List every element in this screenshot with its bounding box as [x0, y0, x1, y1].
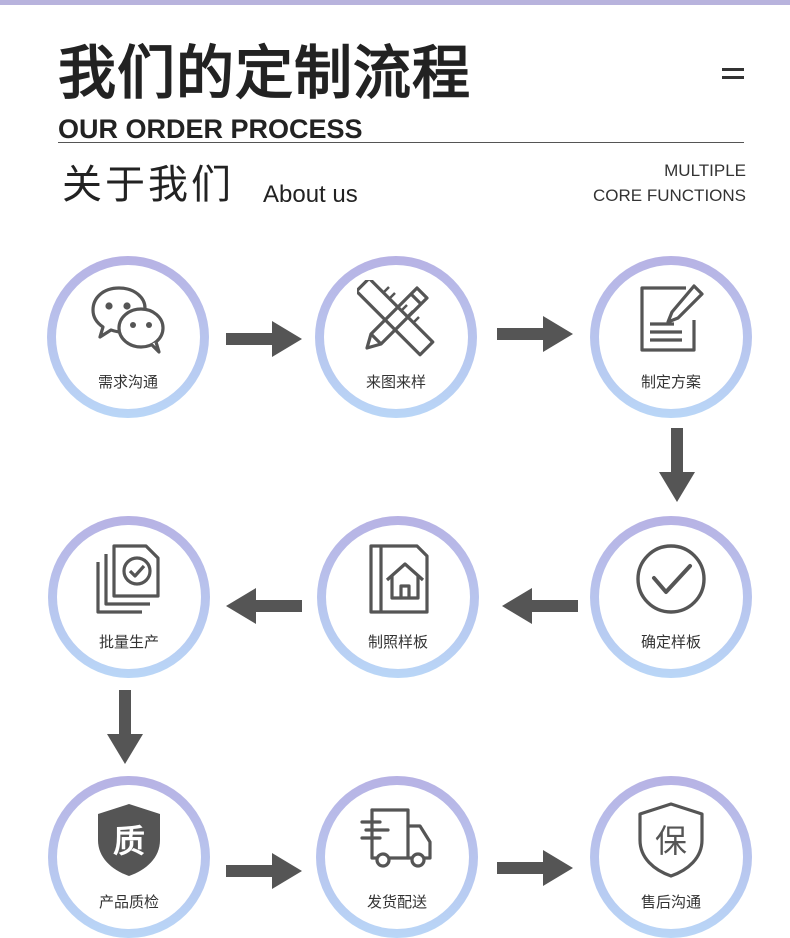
arrow-right-icon — [497, 850, 573, 886]
step-3: 制定方案 — [590, 256, 752, 418]
wechat-chat-icon — [91, 286, 165, 354]
stacked-files-check-icon — [96, 544, 160, 614]
arrow-down-icon — [659, 428, 695, 502]
arrow-left-icon — [226, 588, 302, 624]
step-label: 售后沟通 — [640, 893, 701, 911]
step-label: 需求沟通 — [97, 373, 158, 391]
arrow-right-icon — [226, 853, 302, 889]
quality-shield-icon: 质 — [98, 804, 160, 876]
step-2: 来图来样 — [315, 256, 477, 418]
step-1: 需求沟通 — [47, 256, 209, 418]
divider — [58, 142, 744, 143]
step-5: 制照样板 — [317, 516, 479, 678]
step-4: 确定样板 — [590, 516, 752, 678]
step-6: 批量生产 — [48, 516, 210, 678]
core-functions-text: MULTIPLE CORE FUNCTIONS — [593, 158, 746, 208]
delivery-truck-icon — [360, 808, 432, 868]
step-label: 发货配送 — [366, 893, 427, 911]
menu-icon[interactable] — [722, 68, 744, 80]
page-subtitle: OUR ORDER PROCESS — [58, 114, 363, 144]
pencil-ruler-icon — [357, 280, 435, 357]
step-label: 产品质检 — [98, 893, 159, 911]
arrow-right-icon — [497, 316, 573, 352]
about-heading: 关于我们 — [62, 162, 234, 208]
about-heading-en: About us — [263, 181, 358, 208]
guarantee-shield-icon: 保 — [638, 802, 704, 878]
top-accent-bar — [0, 0, 790, 5]
arrow-right-icon — [226, 321, 302, 357]
quality-badge-text: 质 — [113, 822, 145, 860]
document-pen-icon — [640, 284, 704, 352]
step-9: 保 售后沟通 — [590, 776, 752, 938]
step-label: 制照样板 — [367, 633, 428, 651]
step-7: 质 产品质检 — [48, 776, 210, 938]
house-book-icon — [369, 544, 429, 614]
arrow-left-icon — [502, 588, 578, 624]
guarantee-badge-text: 保 — [655, 822, 687, 860]
step-label: 来图来样 — [365, 373, 426, 391]
step-label: 确定样板 — [640, 633, 701, 651]
step-label: 制定方案 — [640, 373, 701, 391]
core-line-1: MULTIPLE — [664, 161, 746, 180]
page-title: 我们的定制流程 — [58, 39, 472, 107]
core-line-2: CORE FUNCTIONS — [593, 186, 746, 205]
step-8: 发货配送 — [316, 776, 478, 938]
check-circle-icon — [636, 544, 706, 614]
arrow-down-icon — [107, 690, 143, 764]
step-label: 批量生产 — [98, 633, 159, 651]
